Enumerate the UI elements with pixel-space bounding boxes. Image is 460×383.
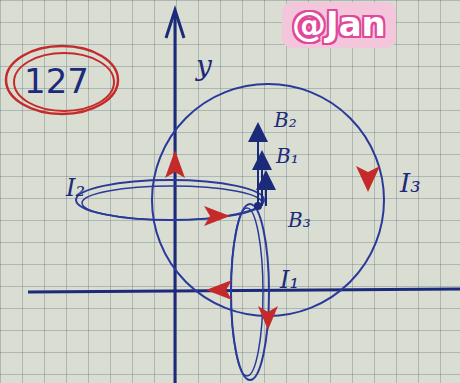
watermark: @Jan [282, 2, 396, 48]
field-vector [261, 160, 263, 206]
current-loop [76, 180, 264, 220]
current-loop [231, 208, 263, 376]
field-label: B₁ [276, 146, 299, 166]
y-axis [174, 14, 177, 383]
axis-label: y [196, 52, 212, 80]
number-ring [6, 46, 118, 114]
field-label: B₂ [274, 110, 297, 130]
current-arrows [165, 150, 380, 330]
current-loop [231, 204, 269, 380]
axis-arrow [166, 10, 184, 38]
field-vector [265, 180, 267, 206]
problem-number: 127 [24, 64, 89, 98]
current-label: I₁ [280, 268, 299, 292]
current-label: I₂ [66, 176, 85, 200]
field-label: B₃ [288, 210, 311, 230]
current-loop [82, 186, 262, 220]
x-axis [28, 289, 460, 292]
current-label: I₃ [400, 170, 421, 196]
field-vector [257, 132, 259, 206]
number-ring [14, 53, 114, 111]
